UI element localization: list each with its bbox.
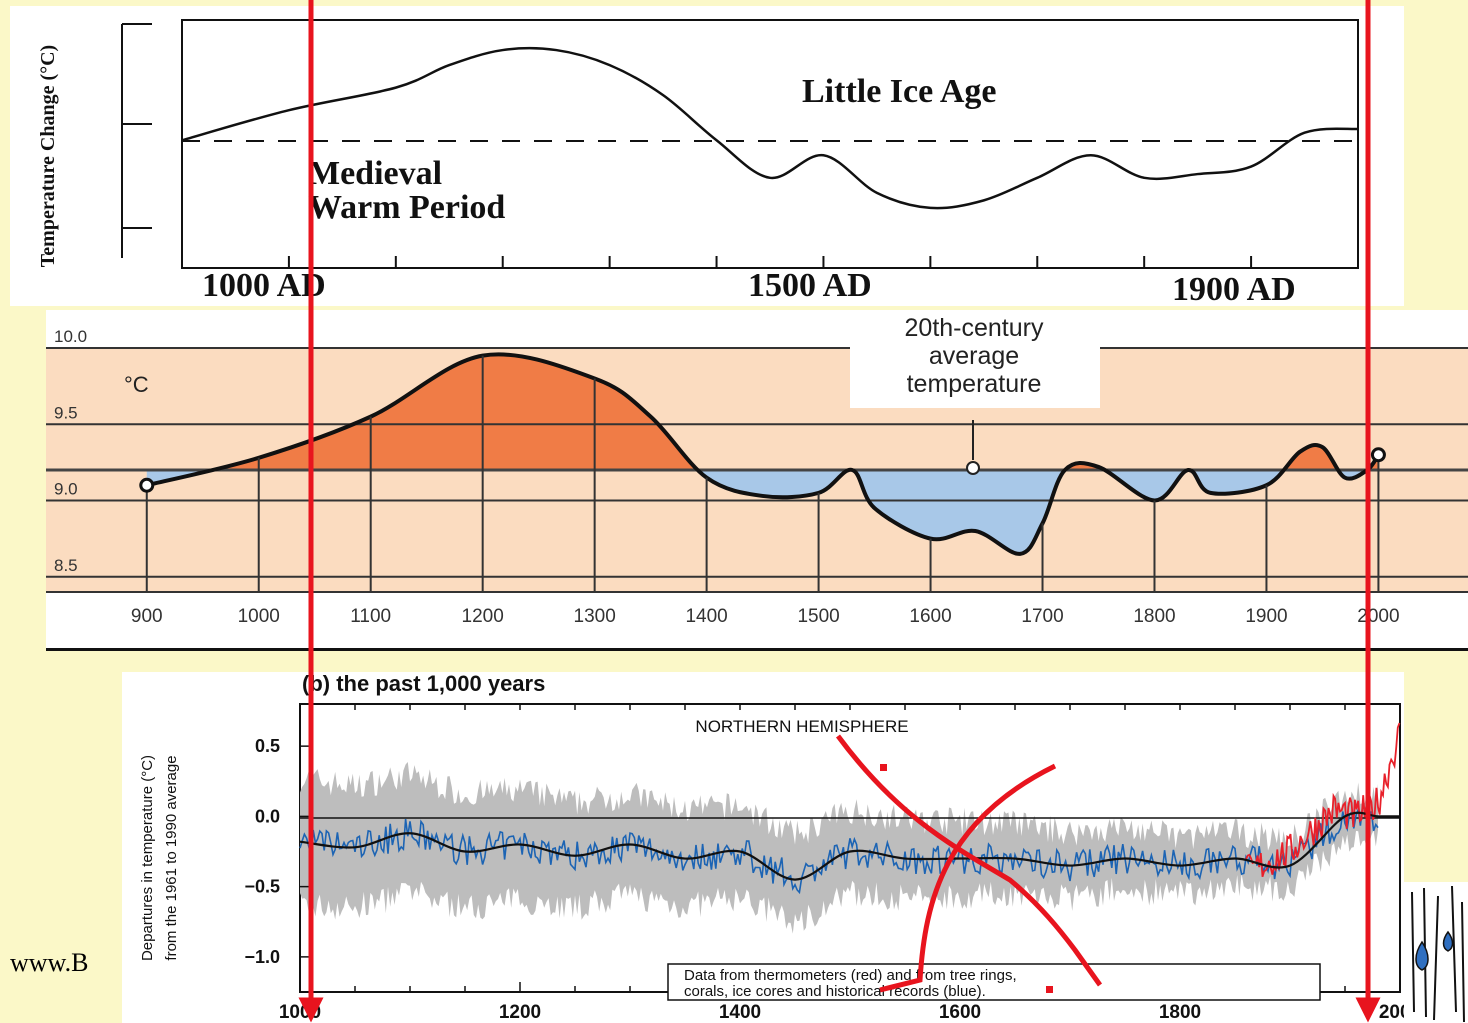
temperature-curve xyxy=(181,46,1359,210)
x-tick-label: 1200 xyxy=(499,1002,541,1023)
end-point xyxy=(1370,447,1386,463)
temperature-area-line xyxy=(146,352,1381,556)
x-tick-label: 2000 xyxy=(1379,1002,1404,1023)
legend-line1: Data from thermometers (red) and from tr… xyxy=(684,967,1017,984)
x-tick-label: 1800 xyxy=(1133,606,1175,627)
y-tick-label: 9.0 xyxy=(54,480,78,499)
x-tick-label: 1000 xyxy=(238,606,280,627)
legend-line2: corals, ice cores and historical records… xyxy=(684,983,986,1000)
x-tick-1000ad: 1000 AD xyxy=(202,267,326,304)
x-tick-label: 1200 xyxy=(462,606,504,627)
y-axis-label: Temperature Change (°C) xyxy=(37,45,59,267)
x-tick-label: 900 xyxy=(131,606,163,627)
warm-area xyxy=(146,354,1379,470)
x-tick-label: 1600 xyxy=(909,606,951,627)
temperature-area-chart: 20th-century average temperature °C 10.0… xyxy=(46,310,1468,651)
y-tick-label: −1.0 xyxy=(244,947,280,967)
x-tick-label: 1000 xyxy=(279,1002,321,1023)
northern-hemisphere-chart-svg: (b) the past 1,000 years NORTHERN HEMISP… xyxy=(139,672,1404,1023)
y-tick-label: 9.5 xyxy=(54,403,78,422)
thermometer-series xyxy=(1245,722,1401,878)
website-footer-text: www.B xyxy=(10,948,89,977)
baseline-marker xyxy=(966,461,980,475)
y-tick-label: 8.5 xyxy=(54,556,78,575)
y-tick-label: 0.0 xyxy=(255,806,280,826)
x-tick-label: 1500 xyxy=(797,606,839,627)
x-tick-label: 2000 xyxy=(1357,606,1399,627)
x-tick-label: 1700 xyxy=(1021,606,1063,627)
region-label: NORTHERN HEMISPHERE xyxy=(695,717,908,736)
annotation-medieval: Medieval xyxy=(308,155,442,192)
x-tick-label: 1600 xyxy=(939,1002,981,1023)
annotation-line2: average xyxy=(929,342,1019,370)
x-tick-1500ad: 1500 AD xyxy=(748,267,872,304)
northern-hemisphere-chart: (b) the past 1,000 years NORTHERN HEMISP… xyxy=(122,672,1404,1023)
y-tick-label: 10.0 xyxy=(54,327,87,346)
x-tick-label: 1400 xyxy=(685,606,727,627)
start-point xyxy=(139,477,155,493)
annotation-line3: temperature xyxy=(907,370,1042,398)
cool-area xyxy=(146,470,1379,554)
annotation-line1: 20th-century xyxy=(905,314,1044,342)
y-tick-label: −0.5 xyxy=(244,877,280,897)
plot-frame xyxy=(181,19,1359,269)
chart-title: (b) the past 1,000 years xyxy=(302,672,545,696)
annotation-little-ice-age: Little Ice Age xyxy=(802,73,997,110)
y-tick-label: 0.5 xyxy=(255,736,280,756)
unit-label: °C xyxy=(124,372,149,397)
logo-icon xyxy=(1404,882,1468,1023)
x-tick-label: 1900 xyxy=(1245,606,1287,627)
annotation-warm-period: Warm Period xyxy=(308,189,505,226)
x-tick-label: 1100 xyxy=(350,606,391,627)
x-tick-label: 1800 xyxy=(1159,1002,1201,1023)
temperature-area-chart-svg: 20th-century average temperature °C 10.0… xyxy=(46,314,1468,627)
y-axis-label-line1: Departures in temperature (°C) xyxy=(139,755,156,961)
annotation-background xyxy=(850,314,1100,408)
y-axis-label-line2: from the 1961 to 1990 average xyxy=(163,755,180,960)
medieval-warm-chart-svg: Temperature Change (°C) Little Ice Age M… xyxy=(37,19,1359,306)
x-tick-label: 1300 xyxy=(574,606,616,627)
x-tick-1900ad: 1900 AD xyxy=(1172,271,1296,306)
medieval-warm-chart: Temperature Change (°C) Little Ice Age M… xyxy=(10,6,1404,306)
x-tick-label: 1400 xyxy=(719,1002,761,1023)
